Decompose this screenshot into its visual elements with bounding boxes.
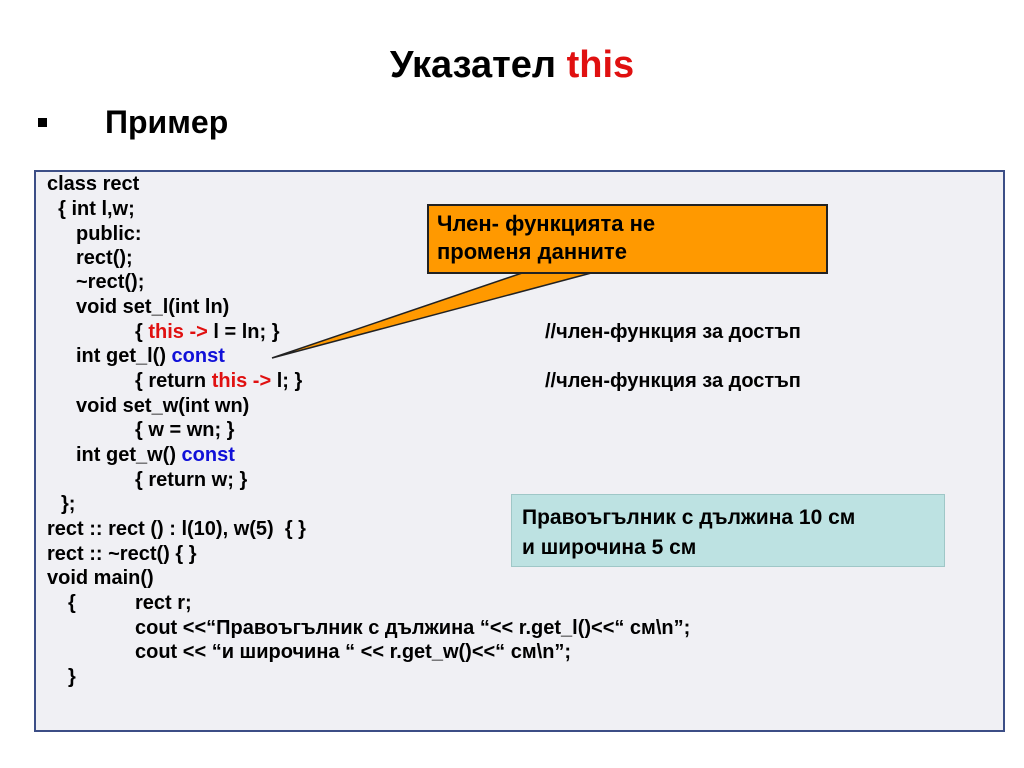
code-line: int get_l() const <box>76 344 225 368</box>
code-text: { return <box>135 370 212 392</box>
code-line: void main() <box>47 567 154 589</box>
code-line: }; <box>61 493 76 515</box>
code-text: l = ln; } <box>207 321 280 343</box>
code-line: rect r; <box>135 592 192 614</box>
code-line: void set_l(int ln) <box>76 296 230 318</box>
code-line: } <box>68 666 76 688</box>
callout-line: Член- функцията не <box>437 211 656 236</box>
code-line: rect(); <box>76 247 133 269</box>
code-line: { return this -> l; } <box>135 369 302 393</box>
code-line: rect :: rect () : l(10), w(5) { } <box>47 518 306 540</box>
code-line: ~rect(); <box>76 271 145 293</box>
code-line: cout << “и широчина “ << r.get_w()<<“ см… <box>135 641 572 663</box>
output-line: и широчина 5 см <box>522 536 697 559</box>
code-line: { this -> l = ln; } <box>135 320 279 344</box>
code-text: int get_l() <box>76 345 172 367</box>
code-text: int get_w() <box>76 444 182 466</box>
bullet-square-icon <box>38 118 47 127</box>
code-line: cout <<“Правоъгълник с дължина “<< r.get… <box>135 617 691 639</box>
title-main: Указател <box>389 44 557 86</box>
code-text: { <box>135 321 149 343</box>
slide-title: Указател this <box>0 44 1024 87</box>
code-line: { return w; } <box>135 469 248 491</box>
keyword-this: this -> <box>211 370 272 392</box>
code-text: l; } <box>271 370 303 392</box>
keyword-const: const <box>181 444 235 466</box>
callout-line: променя данните <box>437 239 627 264</box>
output-box: Правоъгълник с дължина 10 см и широчина … <box>511 494 945 567</box>
keyword-const: const <box>171 345 225 367</box>
code-line: int get_w() const <box>76 443 235 467</box>
title-accent: this <box>566 44 635 86</box>
code-line: { <box>68 592 76 614</box>
slide-subtitle: Пример <box>105 104 229 140</box>
keyword-this: this -> <box>148 321 208 343</box>
code-line: rect :: ~rect() { } <box>47 543 197 565</box>
output-line: Правоъгълник с дължина 10 см <box>522 506 856 529</box>
callout-pointer-shape <box>271 271 596 359</box>
code-line: { int l,w; <box>47 198 135 220</box>
code-box <box>34 170 1005 732</box>
code-line: void set_w(int wn) <box>76 395 250 417</box>
code-line: { w = wn; } <box>135 419 235 441</box>
callout-note-orange: Член- функцията не променя данните <box>427 204 828 274</box>
code-line: public: <box>76 223 142 245</box>
code-comment: //член-функция за достъп <box>545 370 801 392</box>
code-comment: //член-функция за достъп <box>545 321 801 343</box>
code-line: class rect <box>47 173 140 195</box>
